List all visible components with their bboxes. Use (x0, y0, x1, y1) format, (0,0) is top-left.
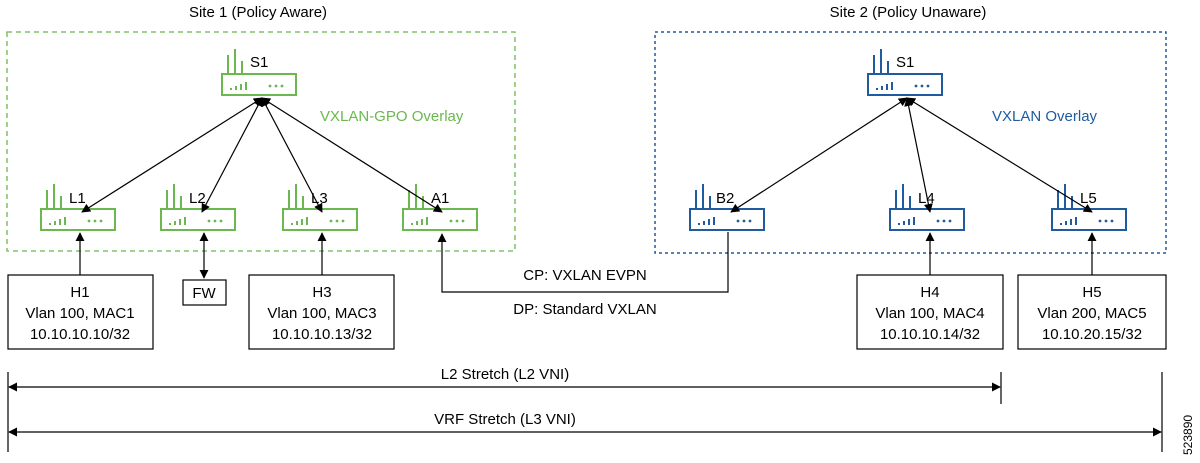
link-s1-a1 (261, 97, 443, 213)
firewall-fw: FW (182, 279, 227, 306)
host-vlan-mac: Vlan 200, MAC5 (1037, 305, 1146, 322)
border-switch-a1: A1 (402, 183, 478, 231)
switch-label: L5 (1080, 190, 1097, 207)
site1-spine-switch: S1 (221, 48, 297, 96)
host-name: H5 (1082, 284, 1101, 301)
site1-boundary (6, 31, 516, 252)
leaf-switch-l1: L1 (40, 183, 116, 231)
site2-title: Site 2 (Policy Unaware) (830, 4, 987, 21)
host-name: H4 (920, 284, 939, 301)
firewall-label: FW (192, 285, 216, 302)
switch-label: A1 (431, 190, 449, 207)
host-vlan-mac: Vlan 100, MAC4 (875, 305, 984, 322)
host-ip: 10.10.20.15/32 (1042, 326, 1142, 343)
leaf-switch-l2: L2 (160, 183, 236, 231)
host-ip: 10.10.10.13/32 (272, 326, 372, 343)
site1-title: Site 1 (Policy Aware) (189, 4, 327, 21)
border-switch-b2: B2 (689, 183, 765, 231)
host-h1: H1 Vlan 100, MAC1 10.10.10.10/32 (7, 274, 154, 350)
host-ip: 10.10.10.10/32 (30, 326, 130, 343)
host-h5: H5 Vlan 200, MAC5 10.10.20.15/32 (1017, 274, 1167, 350)
figure-id: 523890 (1181, 415, 1195, 455)
data-plane-label: DP: Standard VXLAN (513, 301, 656, 318)
switch-label: L3 (311, 190, 328, 207)
switch-label: S1 (896, 54, 914, 71)
vrf-stretch-label: VRF Stretch (L3 VNI) (434, 411, 576, 428)
host-h3: H3 Vlan 100, MAC3 10.10.10.13/32 (248, 274, 395, 350)
switch-label: L1 (69, 190, 86, 207)
host-name: H1 (70, 284, 89, 301)
leaf-switch-l5: L5 (1051, 183, 1127, 231)
control-plane-label: CP: VXLAN EVPN (523, 267, 646, 284)
host-ip: 10.10.10.14/32 (880, 326, 980, 343)
site2-overlay-label: VXLAN Overlay (992, 108, 1098, 125)
link-s1-l3 (261, 97, 323, 213)
switch-label: S1 (250, 54, 268, 71)
site1-overlay-label: VXLAN-GPO Overlay (320, 108, 464, 125)
link-s1-l5 (906, 97, 1093, 213)
leaf-switch-l4: L4 (889, 183, 965, 231)
link-a1-b2 (437, 232, 729, 293)
site2-spine-switch: S1 (867, 48, 943, 96)
link-s1-b2 (730, 97, 908, 213)
link-s1-l2 (201, 97, 263, 213)
host-vlan-mac: Vlan 100, MAC1 (25, 305, 134, 322)
link-s1-l1 (81, 97, 263, 213)
host-name: H3 (312, 284, 331, 301)
host-vlan-mac: Vlan 100, MAC3 (267, 305, 376, 322)
l2-stretch-label: L2 Stretch (L2 VNI) (441, 366, 569, 383)
switch-label: B2 (716, 190, 734, 207)
host-h4: H4 Vlan 100, MAC4 10.10.10.14/32 (856, 274, 1004, 350)
switch-label: L2 (189, 190, 206, 207)
